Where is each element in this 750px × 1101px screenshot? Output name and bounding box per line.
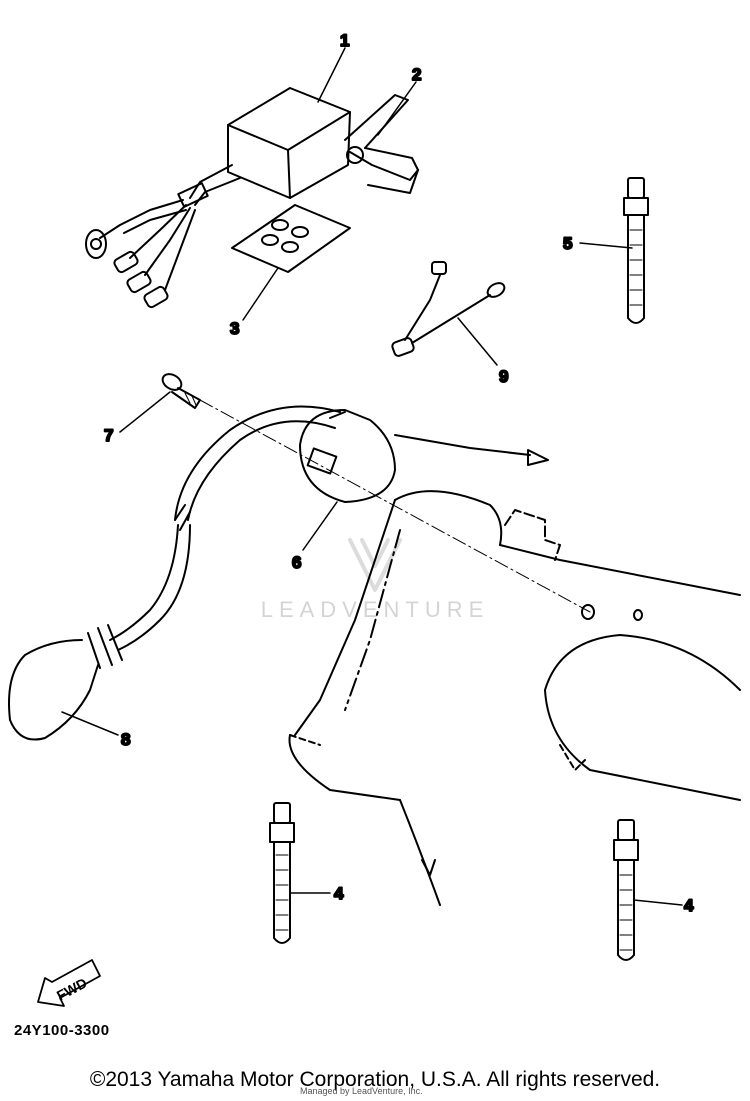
watermark-text: LEADVENTURE bbox=[260, 597, 490, 622]
copyright-text: ©2013 Yamaha Motor Corporation, U.S.A. A… bbox=[89, 1068, 661, 1091]
callout-7: 7 bbox=[104, 426, 113, 445]
watermark-logo bbox=[348, 538, 402, 592]
callout-2: 2 bbox=[412, 65, 421, 84]
leader-lines bbox=[61, 47, 683, 906]
part-5-cable-tie bbox=[623, 177, 649, 324]
part-6-ignition-coil bbox=[299, 409, 549, 503]
part-4-cable-tie-left bbox=[269, 802, 295, 944]
part-1-cdi-unit bbox=[227, 87, 351, 199]
fwd-arrow-icon: FWD bbox=[37, 959, 101, 1007]
assembly-line bbox=[199, 399, 591, 613]
part-3-damper-pad bbox=[231, 204, 351, 273]
diagram-part-code: 24Y100-3300 bbox=[14, 1022, 110, 1039]
callout-4-right: 4 bbox=[684, 896, 694, 915]
part-2-bracket bbox=[344, 94, 419, 194]
part-7-bolt bbox=[161, 373, 201, 409]
callout-4-left: 4 bbox=[334, 884, 344, 903]
part-4-cable-tie-right bbox=[613, 819, 639, 961]
frame-outline bbox=[288, 490, 741, 906]
part-8-spark-plug-cap bbox=[8, 405, 341, 741]
callout-6: 6 bbox=[292, 553, 301, 572]
callout-9: 9 bbox=[499, 367, 508, 386]
cdi-wire-harness bbox=[85, 164, 241, 309]
callout-1: 1 bbox=[340, 31, 349, 50]
managed-by-text: Managed by LeadVenture, Inc. bbox=[300, 1086, 423, 1096]
callout-8: 8 bbox=[121, 730, 130, 749]
callout-5: 5 bbox=[563, 234, 572, 253]
part-9-lead-wire bbox=[391, 261, 506, 357]
callout-3: 3 bbox=[230, 319, 239, 338]
